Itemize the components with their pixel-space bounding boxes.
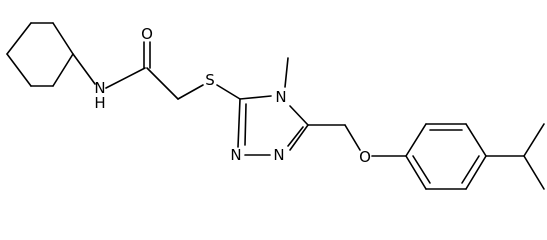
bond-n-carbonyl (105, 67, 146, 89)
bond-n-methyl (284, 57, 289, 88)
bond-ch2-o (344, 124, 361, 151)
triazole-ring (237, 95, 309, 156)
phenyl-ring (405, 123, 487, 190)
carbonyl-oxygen-label: O (141, 25, 153, 43)
carbonyl-double-bond (143, 41, 151, 69)
triazole-n4-label: N (275, 88, 286, 106)
structure-canvas: N H O S N N N O (6, 22, 545, 190)
isopropyl-group (485, 123, 545, 190)
bond-cyclohexyl-n (72, 53, 96, 85)
bond-s-triazole (216, 84, 241, 100)
triazole-n2-label: N (273, 146, 284, 164)
bond-carbonyl-ch2 (146, 67, 179, 100)
amide-nitrogen-label: N (94, 79, 105, 97)
molecule-drawing: N H O S N N N O (6, 22, 545, 190)
triazole-n1-label: N (230, 146, 241, 164)
ether-oxygen-label: O (359, 148, 371, 166)
bond-ch2-s (177, 84, 204, 100)
cyclohexyl-ring (6, 22, 74, 87)
amide-hydrogen-label: H (94, 94, 105, 112)
sulfur-label: S (205, 71, 215, 89)
